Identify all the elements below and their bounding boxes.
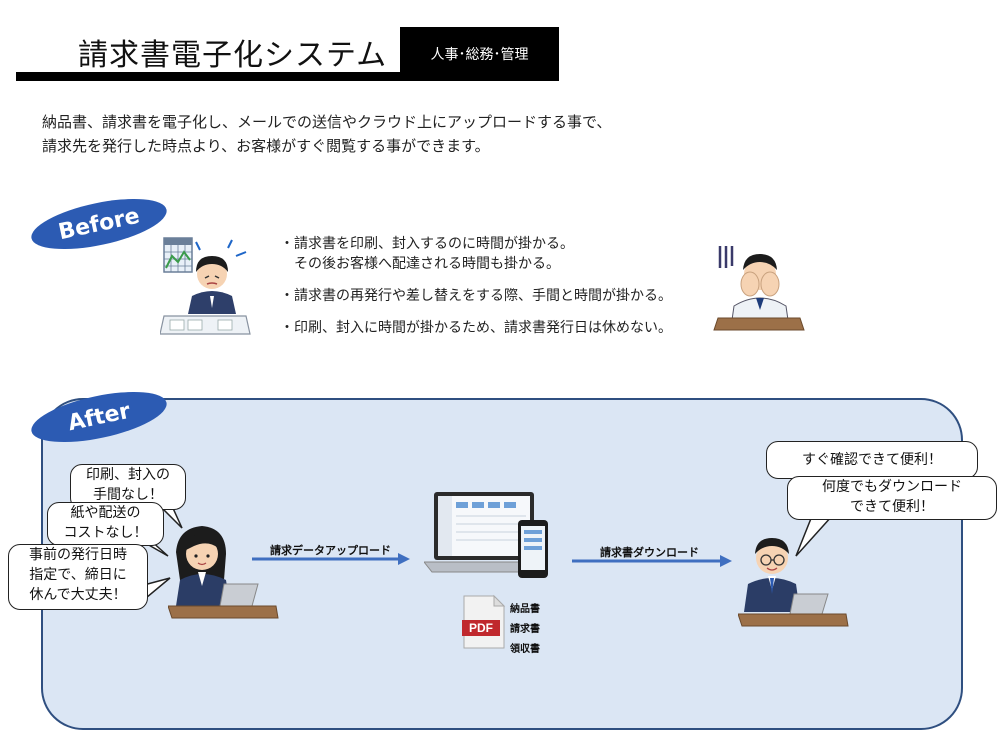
bubble-text: コストなし！	[63, 525, 148, 541]
customer-bubble: すぐ確認できて便利！	[766, 441, 978, 479]
bubble-text: 事前の発行日時	[29, 547, 127, 563]
title-underline	[16, 72, 559, 81]
bubble-text: 印刷、封入の	[86, 467, 170, 483]
before-problem-list: ・請求書を印刷、封入するのに時間が掛かる。 その後お客様へ配達される時間も掛かる…	[280, 234, 672, 350]
problem-item: ・請求書の再発行や差し替えをする際、手間と時間が掛かる。	[280, 286, 672, 306]
problem-text: ・印刷、封入に時間が掛かるため、請求書発行日は休めない。	[280, 320, 672, 336]
problem-text: その後お客様へ配達される時間も掛かる。	[280, 256, 560, 272]
intro-text: 納品書、請求書を電子化し、メールでの送信やクラウド上にアップロードする事で、 請…	[42, 110, 611, 158]
customer-illustration	[738, 538, 849, 627]
bubble-text: 何度でもダウンロード	[822, 479, 962, 495]
calendar-icon	[163, 237, 193, 273]
bubble-text: すぐ確認できて便利！	[802, 452, 942, 468]
laptop-and-phone-illustration	[424, 492, 548, 578]
download-arrow-label: 請求書ダウンロード	[600, 546, 699, 559]
problem-item: ・請求書を印刷、封入するのに時間が掛かる。 その後お客様へ配達される時間も掛かる…	[280, 234, 672, 274]
bubble-text: できて便利！	[850, 499, 934, 515]
stressed-worker-illustration	[160, 237, 251, 335]
benefit-bubble: 事前の発行日時 指定で、締日に 休んで大丈夫！	[8, 544, 148, 610]
bubble-text: 指定で、締日に	[29, 567, 127, 583]
download-arrow	[572, 555, 732, 567]
category-badge: 人事･総務･管理	[400, 27, 559, 81]
bubble-text: 紙や配送の	[70, 505, 141, 521]
pdf-label: PDF	[462, 620, 500, 636]
benefit-bubble: 紙や配送の コストなし！	[47, 502, 164, 546]
customer-bubble: 何度でもダウンロード できて便利！	[787, 476, 997, 520]
exhausted-worker-illustration	[713, 246, 805, 331]
upload-arrow	[252, 553, 410, 565]
page-title: 請求書電子化システム	[78, 38, 388, 73]
document-type-list: 納品書 請求書 領収書	[510, 600, 540, 660]
category-label: 人事･総務･管理	[430, 47, 529, 63]
problem-text: ・請求書の再発行や差し替えをする際、手間と時間が掛かる。	[280, 288, 672, 304]
problem-text: ・請求書を印刷、封入するのに時間が掛かる。	[280, 236, 574, 252]
bubble-text: 手間なし！	[93, 487, 163, 503]
document-type: 請求書	[510, 624, 540, 635]
document-type: 領収書	[510, 644, 540, 655]
document-type: 納品書	[510, 604, 540, 615]
pdf-document-icon: PDF	[462, 594, 506, 650]
upload-arrow-label: 請求データアップロード	[270, 544, 391, 557]
intro-line-1: 納品書、請求書を電子化し、メールでの送信やクラウド上にアップロードする事で、	[42, 113, 612, 131]
problem-item: ・印刷、封入に時間が掛かるため、請求書発行日は休めない。	[280, 318, 672, 338]
bubble-text: 休んで大丈夫！	[29, 587, 127, 603]
intro-line-2: 請求先を発行した時点より、お客様がすぐ閲覧する事ができます。	[42, 137, 490, 155]
sender-worker-illustration	[168, 526, 279, 619]
